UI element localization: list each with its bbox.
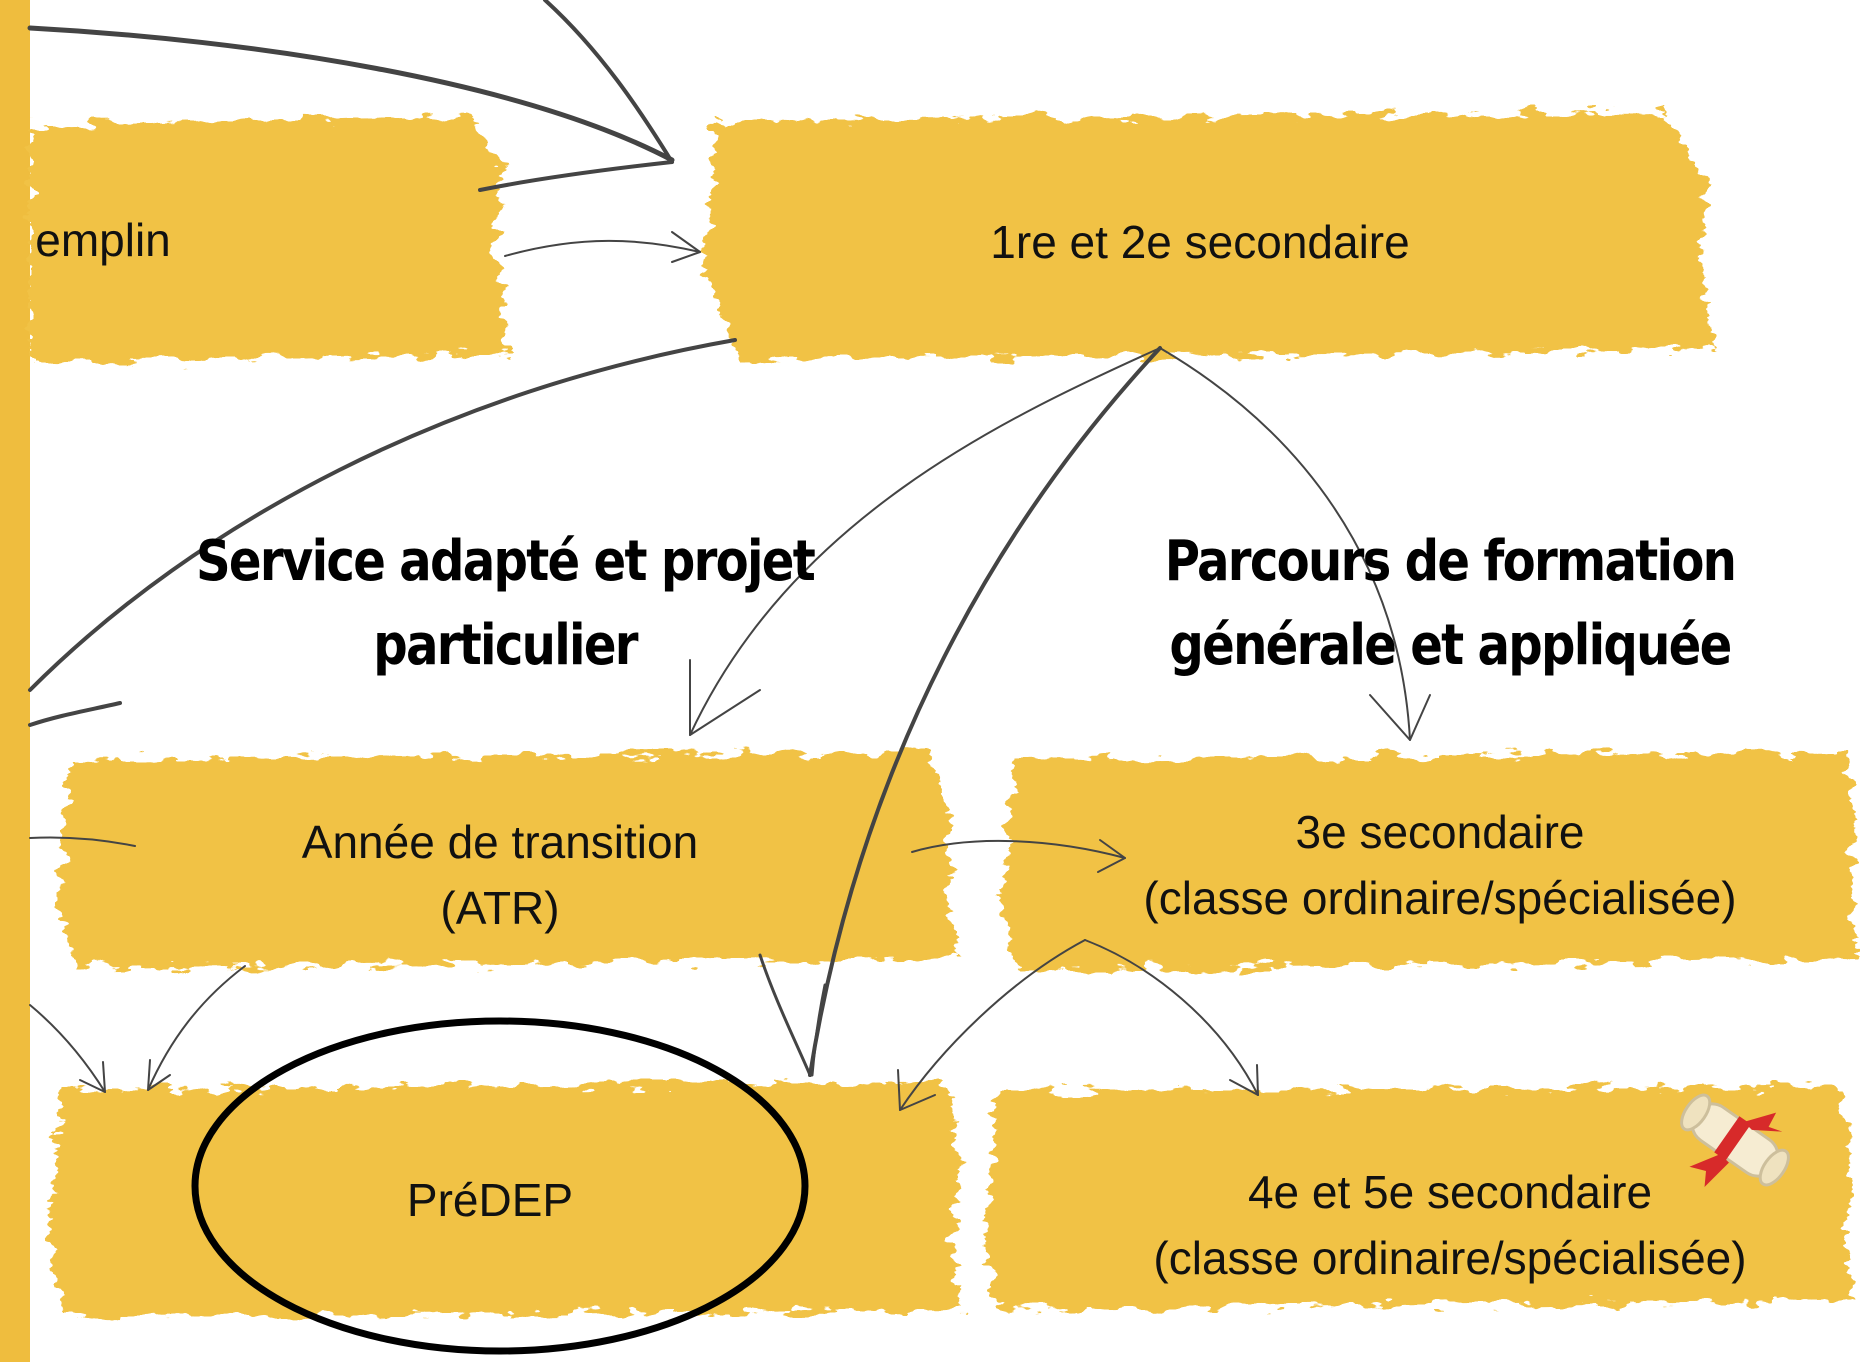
brush-sec-4-5 bbox=[985, 1086, 1855, 1310]
arrow-left-to-predep-head bbox=[79, 1061, 106, 1093]
brush-predep bbox=[48, 1082, 962, 1318]
heading-parcours: Parcours de formation générale et appliq… bbox=[1149, 520, 1751, 688]
arrow-atr-to-sec3-head bbox=[1097, 839, 1126, 873]
node-sec-1-2: 1re et 2e secondaire bbox=[760, 200, 1640, 284]
arrow-sec3-to-sec45-head bbox=[1229, 1064, 1259, 1096]
arrow-sec12-to-predep-head-l bbox=[758, 953, 812, 1077]
node-tremplin-label: emplin bbox=[35, 214, 171, 266]
heading-service-line-1: Service adapté et projet bbox=[195, 529, 816, 594]
diploma-scroll-icon bbox=[1680, 1093, 1790, 1188]
heading-parcours-line-1: Parcours de formation bbox=[1164, 529, 1737, 594]
heading-service-line-2: particulier bbox=[373, 613, 638, 678]
arrow-left-to-atr bbox=[29, 836, 136, 847]
node-sec-3: 3e secondaire (classe ordinaire/spéciali… bbox=[1060, 790, 1820, 940]
brush-atr bbox=[58, 752, 960, 968]
node-atr-line-2: (ATR) bbox=[440, 882, 560, 934]
arrow-sec12-to-left bbox=[28, 338, 737, 692]
arrow-tremplin-to-sec12 bbox=[504, 239, 701, 257]
arrow-tremplin-to-sec12-head bbox=[671, 231, 701, 263]
arrow-sec3-to-sec45 bbox=[1084, 939, 1259, 1096]
arrow-sec12-to-atr-head bbox=[689, 659, 761, 736]
node-sec-4-5-line-2: (classe ordinaire/spécialisée) bbox=[1153, 1232, 1747, 1284]
node-sec-4-5-line-1: 4e et 5e secondaire bbox=[1247, 1166, 1653, 1218]
left-color-bar bbox=[0, 0, 30, 1362]
arrow-sec12-to-sec3-head bbox=[1369, 694, 1431, 741]
node-atr-line-1: Année de transition bbox=[301, 816, 699, 868]
arrow-sec12-to-predep-head-r bbox=[810, 983, 827, 1077]
arrow-atr-to-predep-head bbox=[147, 1059, 171, 1091]
brush-tremplin bbox=[30, 115, 510, 362]
arrow-left-stub bbox=[28, 701, 122, 727]
node-predep-label: PréDEP bbox=[406, 1174, 574, 1226]
arrow-atr-to-sec3 bbox=[911, 839, 1126, 859]
arrow-sec12-to-sec3 bbox=[1159, 347, 1411, 741]
node-sec-4-5: 4e et 5e secondaire (classe ordinaire/sp… bbox=[1070, 1150, 1830, 1300]
node-tremplin: emplin bbox=[18, 200, 188, 280]
brush-sec-3 bbox=[1000, 752, 1858, 970]
node-sec-3-line-2: (classe ordinaire/spécialisée) bbox=[1143, 872, 1737, 924]
arrow-atr-to-predep bbox=[147, 965, 246, 1091]
heading-service-adapte: Service adapté et projet particulier bbox=[191, 520, 819, 688]
arrow-sec3-to-predep-head bbox=[897, 1069, 936, 1111]
node-sec-3-line-1: 3e secondaire bbox=[1295, 806, 1585, 858]
arrow-sec12-to-atr bbox=[689, 347, 1161, 736]
arrow-top-swoop-tail bbox=[478, 160, 674, 192]
brush-sec-1-2 bbox=[705, 112, 1715, 360]
node-atr: Année de transition (ATR) bbox=[150, 800, 850, 950]
highlight-ellipse bbox=[191, 1017, 809, 1355]
node-sec-1-2-label: 1re et 2e secondaire bbox=[990, 216, 1410, 268]
arrow-sec12-to-predep-gray bbox=[808, 346, 1162, 1077]
arrow-sec3-to-predep bbox=[899, 939, 1086, 1111]
arrow-top-swoop-2 bbox=[543, 0, 674, 164]
node-predep: PréDEP bbox=[300, 1160, 680, 1240]
heading-parcours-line-2: générale et appliquée bbox=[1169, 613, 1732, 678]
arrow-left-to-predep bbox=[29, 1004, 106, 1093]
arrow-top-swoop bbox=[27, 25, 675, 163]
